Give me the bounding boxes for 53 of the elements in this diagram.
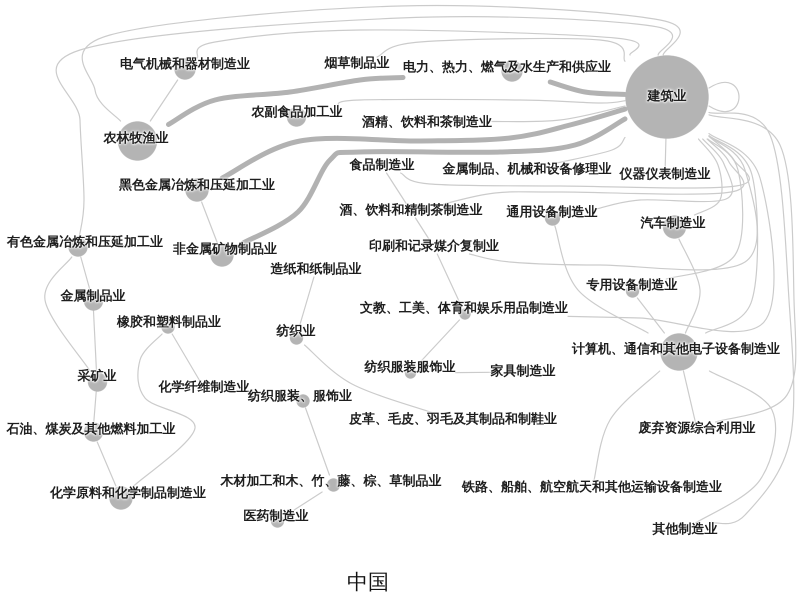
node-label: 金属制品业 xyxy=(60,290,126,304)
network-edge xyxy=(400,136,750,189)
node-label: 橡胶和塑料制品业 xyxy=(117,316,221,330)
node-label: 铁路、船舶、航空航天和其他运输设备制造业 xyxy=(462,481,722,496)
network-edge xyxy=(96,441,116,487)
node-label: 纺织服装服饰业 xyxy=(364,361,456,376)
node-label: 其他制造业 xyxy=(652,523,718,538)
node-label: 酒精、饮料和茶制造业 xyxy=(362,116,492,130)
node-label: 建筑业 xyxy=(648,90,686,104)
network-edge xyxy=(554,225,649,334)
node-label: 造纸和纸制品业 xyxy=(270,263,362,278)
network-edge xyxy=(636,297,665,334)
node-label: 酒、饮料和精制茶制造业 xyxy=(340,204,482,218)
node-label: 专用设备制造业 xyxy=(586,279,678,294)
network-edge xyxy=(294,491,323,511)
node-label: 木材加工和木、竹、藤、棕、草制品业 xyxy=(220,475,442,490)
node-label: 文教、工美、体育和娱乐用品制造业 xyxy=(360,302,568,316)
node-label: 废弃资源综合利用业 xyxy=(638,422,756,436)
node-label: 通用设备制造业 xyxy=(506,206,598,220)
network-edge xyxy=(548,80,628,97)
diagram-caption: 中国 xyxy=(347,569,389,596)
node-label: 仪器仪表制造业 xyxy=(620,168,710,182)
node-label: 汽车制造业 xyxy=(640,217,706,232)
network-edge xyxy=(705,134,758,334)
node-label: 化学原料和化学制品制造业 xyxy=(50,487,206,502)
network-edge xyxy=(567,132,774,332)
node-label: 医药制造业 xyxy=(244,510,308,524)
network-edge xyxy=(708,112,794,524)
node-label: 印刷和记录媒介复制业 xyxy=(369,240,499,254)
node-label: 有色金属冶炼和压延加工业 xyxy=(7,236,163,250)
node-label: 烟草制品业 xyxy=(324,57,390,72)
node-label: 皮革、毛皮、羽毛及其制品和制鞋业 xyxy=(349,413,557,428)
node-label: 计算机、通信和其他电子设备制造业 xyxy=(572,343,780,358)
network-edge xyxy=(678,238,701,334)
node-label: 石油、煤炭及其他燃料加工业 xyxy=(6,423,176,438)
node-label: 电力、热力、燃气及水生产和供应业 xyxy=(403,61,611,76)
self-loop-edge xyxy=(708,82,740,112)
network-edge xyxy=(150,79,178,122)
node-label: 金属制品、机械和设备修理业 xyxy=(442,163,612,178)
node-label: 纺织服装、服饰业 xyxy=(248,390,352,404)
node-label: 家具制造业 xyxy=(490,365,556,380)
node-label: 农林牧渔业 xyxy=(104,132,168,146)
node-label: 食品制造业 xyxy=(350,159,414,174)
node-label: 黑色金属冶炼和压延加工业 xyxy=(119,179,275,194)
node-label: 采矿业 xyxy=(78,370,116,384)
network-edge xyxy=(82,5,681,122)
node-label: 非金属矿物制品业 xyxy=(173,243,277,258)
node-label: 农副食品加工业 xyxy=(252,106,342,120)
network-edge xyxy=(166,74,406,127)
node-label: 纺织业 xyxy=(276,325,316,340)
node-label: 电气机械和器材制造业 xyxy=(120,58,250,72)
network-edge xyxy=(491,105,626,122)
network-edge xyxy=(304,407,330,476)
